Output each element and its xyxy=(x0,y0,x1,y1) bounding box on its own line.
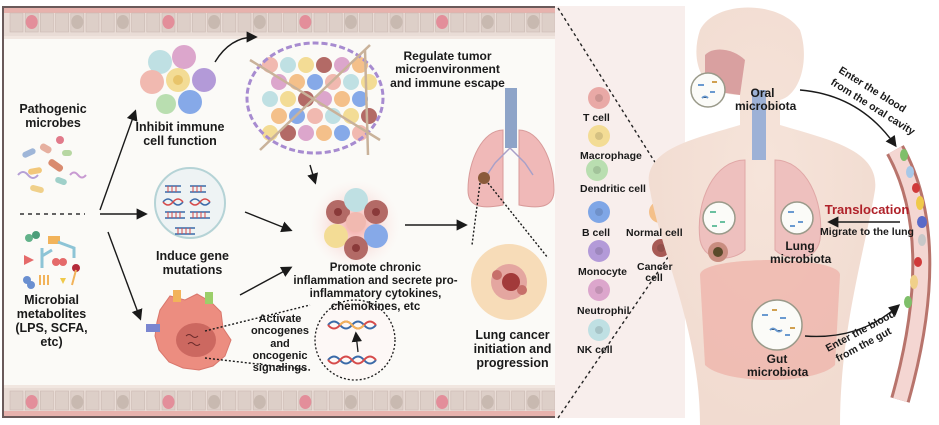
pathogenic-microbes-label: Pathogenic microbes xyxy=(19,102,87,130)
legend-label-b-cell: B cell xyxy=(582,227,611,239)
epithelium-top xyxy=(4,8,555,39)
lungs-icon xyxy=(467,88,555,208)
legend-cell-2-icon xyxy=(586,159,608,181)
oral-microbiota-circle-icon xyxy=(690,72,726,108)
microbial-metabolites-icon xyxy=(23,231,80,289)
legend-label-normal: Normal cell xyxy=(626,227,683,239)
inhibit-immune-label: Inhibit immune cell function xyxy=(135,120,225,148)
legend-label-nk: NK cell xyxy=(577,344,613,356)
tumor-microenvironment-icon xyxy=(245,41,385,156)
gut-microbiota-circle-icon xyxy=(751,299,803,351)
lung-cancer-outcome-label: Lung cancer initiation and progression xyxy=(473,328,552,370)
regulate-tme-label: Regulate tumor microenvironment and immu… xyxy=(390,49,505,90)
lung-microbiota-label: Lung microbiota xyxy=(770,239,832,267)
gene-mutation-icon xyxy=(154,167,226,239)
cancer-cell-oncogene-icon xyxy=(146,290,232,371)
translocation-label: Translocation xyxy=(824,202,910,217)
legend-label-dendritic: Dendritic cell xyxy=(580,183,646,195)
blood-vessel-icon xyxy=(886,145,932,403)
migrate-label: Migrate to the lung xyxy=(820,226,914,238)
gut-microbiota-label: Gut microbiota xyxy=(747,352,809,380)
legend-cell-icons xyxy=(586,87,671,341)
inflammation-cluster-icon xyxy=(310,180,400,270)
legend-label-t-cell: T cell xyxy=(583,112,610,124)
legend-cell-5-icon xyxy=(588,240,610,262)
legend-cell-3-icon xyxy=(588,201,610,223)
legend-label-monocyte: Monocyte xyxy=(578,266,628,278)
lung-microbiota-right-circle-icon xyxy=(780,201,814,235)
promote-inflammation-label: Promote chronic inflammation and secrete… xyxy=(293,262,458,313)
oncogene-dna-inset-icon xyxy=(314,299,396,381)
induce-mutations-label: Induce gene mutations xyxy=(156,249,229,277)
legend-cell-7-icon xyxy=(588,279,610,301)
activate-oncogenes-label: Activate oncogenes and oncogenic signali… xyxy=(250,313,310,375)
immune-cells-cluster-icon xyxy=(140,45,216,114)
lung-microbiota-left-circle-icon xyxy=(702,201,736,235)
legend-cell-1-icon xyxy=(588,125,610,147)
epithelium-bottom xyxy=(4,385,555,416)
legend-label-neutrophil: Neutrophil xyxy=(577,305,630,317)
legend-label-cancer: Cancer cell xyxy=(637,261,673,285)
pathogenic-microbes-icon xyxy=(17,136,87,194)
legend-cell-8-icon xyxy=(588,319,610,341)
oral-microbiota-label: Oral microbiota xyxy=(735,86,797,114)
legend-label-macrophage: Macrophage xyxy=(580,150,642,162)
legend-cell-0-icon xyxy=(588,87,610,109)
lung-tumor-inset-icon xyxy=(471,244,547,320)
microbial-metabolites-label: Microbial metabolites (LPS, SCFA, etc) xyxy=(15,293,88,349)
